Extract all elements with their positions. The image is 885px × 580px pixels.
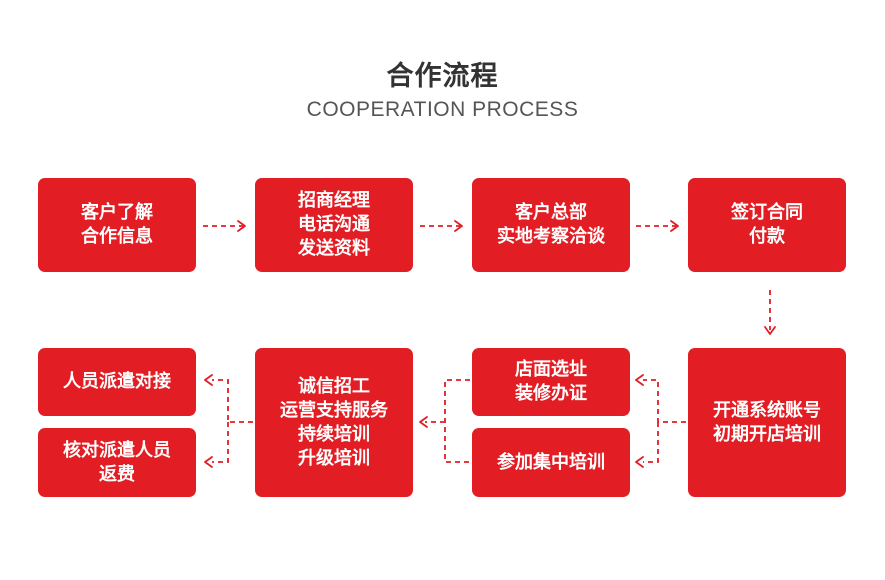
step-sign-pay-label: 签订合同 付款 (731, 202, 803, 247)
page-subtitle: COOPERATION PROCESS (306, 98, 579, 121)
merge-6-7-to-8 (425, 379, 470, 463)
branch-8-to-9-10 (212, 379, 253, 463)
step-central-training: 参加集中培训 (472, 428, 630, 497)
step-operation-support-label: 诚信招工 运营支持服务 持续培训 升级培训 (280, 375, 388, 469)
step-central-training-label: 参加集中培训 (497, 451, 605, 473)
arrowhead-4-5 (764, 326, 776, 335)
arrowhead-5-6 (635, 374, 644, 386)
step-site-selection: 店面选址 装修办证 (472, 348, 630, 416)
step-site-selection-label: 店面选址 装修办证 (515, 359, 587, 404)
step-hq-visit-label: 客户总部 实地考察洽谈 (497, 202, 605, 247)
step-customer-info-label: 客户了解 合作信息 (81, 202, 153, 247)
step-dispatch-reimburse-label: 核对派遣人员 返费 (63, 439, 171, 485)
step-operation-support: 诚信招工 运营支持服务 持续培训 升级培训 (255, 348, 413, 497)
arrowhead-5-7 (635, 456, 644, 468)
step-staff-dispatch-label: 人员派遣对接 (63, 371, 171, 392)
step-account-training: 开通系统账号 初期开店培训 (688, 348, 846, 497)
arrowhead-8-9 (204, 374, 213, 386)
branch-5-to-6-7 (643, 379, 686, 463)
arrowhead-2-3 (454, 220, 463, 232)
step-customer-info: 客户了解 合作信息 (38, 178, 196, 272)
step-sign-pay: 签订合同 付款 (688, 178, 846, 272)
step-staff-dispatch: 人员派遣对接 (38, 348, 196, 416)
step-investment-call: 招商经理 电话沟通 发送资料 (255, 178, 413, 272)
arrowhead-7-8 (419, 416, 428, 428)
step-dispatch-reimburse: 核对派遣人员 返费 (38, 428, 196, 497)
step-investment-call-label: 招商经理 电话沟通 发送资料 (298, 190, 370, 259)
arrowhead-8-10 (204, 456, 213, 468)
arrowhead-3-4 (670, 220, 679, 232)
arrowhead-1-2 (237, 220, 246, 232)
step-hq-visit: 客户总部 实地考察洽谈 (472, 178, 630, 272)
page-title: 合作流程 (386, 61, 499, 92)
step-account-training-label: 开通系统账号 初期开店培训 (713, 399, 821, 445)
